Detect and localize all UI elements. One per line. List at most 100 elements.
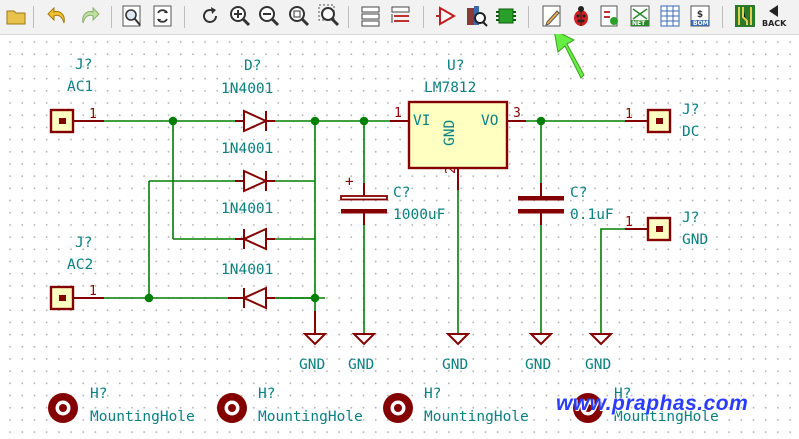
footprint-editor-button[interactable] — [598, 3, 622, 29]
find-replace-icon — [153, 5, 172, 27]
redo-icon — [82, 6, 100, 24]
refresh-button[interactable] — [198, 3, 222, 29]
c1-polarity: + — [345, 174, 354, 190]
junctions — [144, 116, 546, 303]
svg-text:$: $ — [697, 10, 703, 20]
zoom-out-icon — [259, 6, 280, 27]
folder-button[interactable] — [4, 3, 28, 29]
hole-3-value: MountingHole — [424, 409, 529, 425]
schematic-drawing — [48, 34, 672, 423]
green-arrow-icon — [554, 34, 585, 79]
back-label: BACK — [762, 19, 787, 28]
footprint-assign-icon — [496, 8, 516, 24]
mounting-holes — [48, 393, 603, 423]
redo-button[interactable] — [77, 3, 101, 29]
diode-2-value: 1N4001 — [221, 141, 274, 157]
c1-value: 1000uF — [393, 207, 446, 223]
netlist-icon — [630, 5, 650, 27]
diode-3-value: 1N4001 — [221, 201, 274, 217]
c1-ref: C? — [393, 185, 411, 201]
j-ac2-pin: 1 — [89, 284, 97, 299]
regulator-gnd-label: GND — [442, 119, 458, 146]
regulator — [390, 100, 526, 190]
j-ac1-ref: J? — [75, 57, 93, 73]
regulator-pin-out: 3 — [513, 106, 521, 121]
leave-sheet-button[interactable] — [389, 3, 413, 29]
folder-icon — [6, 10, 26, 25]
regulator-ref: U? — [447, 58, 465, 74]
zoom-in-button[interactable] — [228, 3, 252, 29]
toolbar-separator — [33, 6, 34, 28]
erc-button[interactable] — [569, 3, 593, 29]
zoom-selection-button[interactable] — [317, 3, 341, 29]
footprint-editor-icon — [600, 5, 618, 27]
annotate-button[interactable] — [540, 3, 564, 29]
netlist-button[interactable]: NET — [628, 3, 652, 29]
gnd-label: GND — [442, 357, 469, 373]
library-browser-icon — [467, 6, 488, 27]
pcb-button[interactable] — [733, 3, 757, 29]
capacitors — [340, 183, 564, 225]
annotate-icon — [542, 5, 561, 27]
c2-ref: C? — [570, 185, 588, 201]
j-ac1-value: AC1 — [67, 79, 94, 95]
undo-icon — [47, 6, 65, 24]
gnd-label: GND — [348, 357, 375, 373]
j-ac1-pin: 1 — [89, 107, 97, 122]
bom-button[interactable]: $ BOM — [688, 3, 712, 29]
diode-1-value: 1N4001 — [221, 81, 274, 97]
find-button[interactable] — [120, 3, 144, 29]
table-icon — [660, 5, 680, 27]
regulator-vi: VI — [413, 113, 431, 129]
hole-4-value: MountingHole — [614, 409, 719, 425]
zoom-out-button[interactable] — [257, 3, 281, 29]
library-browser-button[interactable] — [464, 3, 488, 29]
toolbar-separator — [348, 6, 349, 28]
diodes — [228, 109, 275, 310]
schematic-canvas[interactable]: J? AC1 1 J? AC2 1 J? DC 1 J? GND 1 D? 1N… — [0, 34, 799, 439]
toolbar-separator — [111, 6, 112, 28]
diode-4-value: 1N4001 — [221, 262, 274, 278]
wires — [75, 120, 638, 334]
connector-pin-marks — [59, 118, 663, 301]
hole-1-value: MountingHole — [90, 409, 195, 425]
diode-1-ref: D? — [244, 58, 262, 74]
hole-2-value: MountingHole — [258, 409, 363, 425]
footprint-assign-button[interactable] — [494, 3, 518, 29]
back-icon — [769, 5, 778, 17]
j-gnd-value: GND — [682, 232, 709, 248]
find-replace-button[interactable] — [151, 3, 175, 29]
j-gnd-pin: 1 — [625, 215, 633, 230]
undo-button[interactable] — [46, 3, 70, 29]
zoom-selection-icon — [318, 4, 340, 27]
zoom-fit-icon — [289, 6, 310, 27]
field-table-button[interactable] — [658, 3, 682, 29]
hierarchy-icon — [361, 6, 380, 27]
watermark: www.praphas.com — [556, 392, 749, 415]
gnd-symbols — [302, 311, 614, 346]
symbol-editor-icon — [436, 6, 457, 26]
symbol-editor-button[interactable] — [434, 3, 458, 29]
zoom-fit-button[interactable] — [287, 3, 311, 29]
j-dc-ref: J? — [682, 102, 700, 118]
leave-sheet-icon — [391, 6, 410, 23]
refresh-icon — [203, 7, 217, 23]
j-dc-pin: 1 — [625, 107, 633, 122]
hierarchy-button[interactable] — [359, 3, 383, 29]
toolbar-separator — [423, 6, 424, 28]
toolbar: NET $ BOM BACK — [0, 0, 799, 35]
regulator-value: LM7812 — [424, 80, 477, 96]
c2-value: 0.1uF — [570, 207, 614, 223]
gnd-label: GND — [585, 357, 612, 373]
hole-3-ref: H? — [424, 386, 442, 402]
zoom-in-icon — [230, 6, 251, 27]
bom-label: BOM — [693, 20, 709, 27]
regulator-pin-in: 1 — [394, 106, 402, 121]
ladybug-icon — [574, 6, 588, 26]
gnd-label: GND — [525, 357, 552, 373]
back-button[interactable]: BACK — [762, 3, 792, 29]
gnd-label: GND — [299, 357, 326, 373]
toolbar-separator — [722, 6, 723, 28]
j-ac2-ref: J? — [75, 235, 93, 251]
toolbar-separator — [528, 6, 529, 28]
